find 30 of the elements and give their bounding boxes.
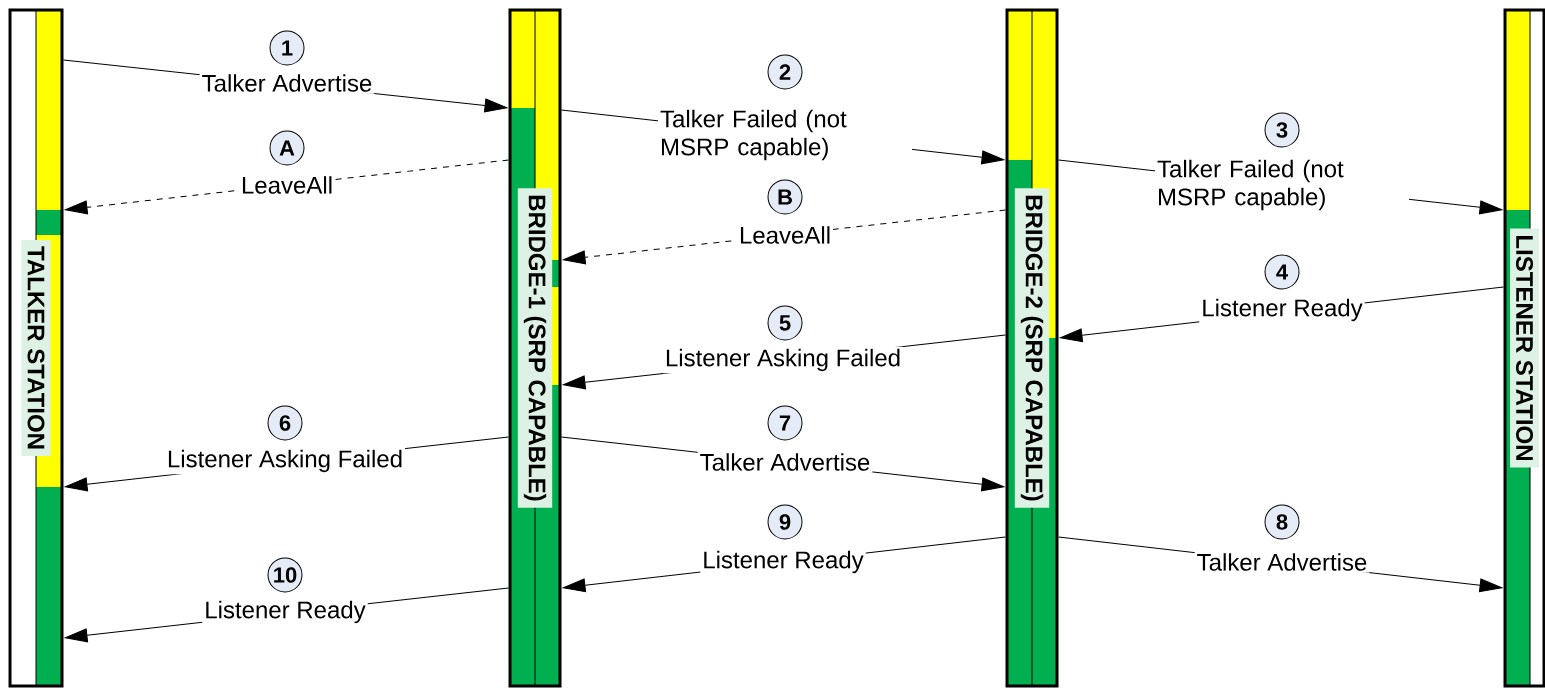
edge-label: LeaveAll bbox=[239, 174, 336, 196]
edge-label: Listener Ready bbox=[1199, 296, 1365, 324]
callout-number: 6 bbox=[267, 405, 303, 441]
callout-number: 4 bbox=[1264, 254, 1300, 290]
callout-number: B bbox=[767, 179, 803, 215]
arrow bbox=[562, 209, 1006, 265]
callout-number: 9 bbox=[767, 504, 803, 540]
edge-label: Listener Ready bbox=[202, 598, 368, 626]
lifeline-bar: LISTENER STATION bbox=[1503, 8, 1545, 688]
callout-number: 5 bbox=[767, 305, 803, 341]
lifeline-bar: BRIDGE-1 (SRP CAPABLE) bbox=[508, 8, 562, 688]
edge-label: Talker Advertise bbox=[199, 72, 375, 94]
edge-label: Talker Advertise bbox=[697, 451, 873, 473]
lifeline-bar: BRIDGE-2 (SRP CAPABLE) bbox=[1005, 8, 1059, 688]
edge-label: Listener Asking Failed bbox=[662, 346, 904, 374]
callout-number: 7 bbox=[767, 405, 803, 441]
edge-label: Listener Asking Failed bbox=[164, 447, 406, 475]
arrow bbox=[64, 159, 509, 215]
callout-number: 10 bbox=[267, 557, 303, 593]
edge-label: LeaveAll bbox=[737, 224, 834, 246]
callout-number: A bbox=[269, 130, 305, 166]
callout-number: 2 bbox=[767, 54, 803, 90]
callout-number: 1 bbox=[269, 30, 305, 66]
edge-label: Talker Failed (not MSRP capable) bbox=[1155, 157, 1409, 213]
edge-label: Listener Ready bbox=[700, 548, 866, 576]
callout-number: 8 bbox=[1264, 504, 1300, 540]
callout-number: 3 bbox=[1264, 112, 1300, 148]
lifeline-bar: TALKER STATION bbox=[8, 8, 64, 688]
edge-label: Talker Advertise bbox=[1194, 551, 1370, 573]
edge-label: Talker Failed (not MSRP capable) bbox=[658, 107, 912, 163]
